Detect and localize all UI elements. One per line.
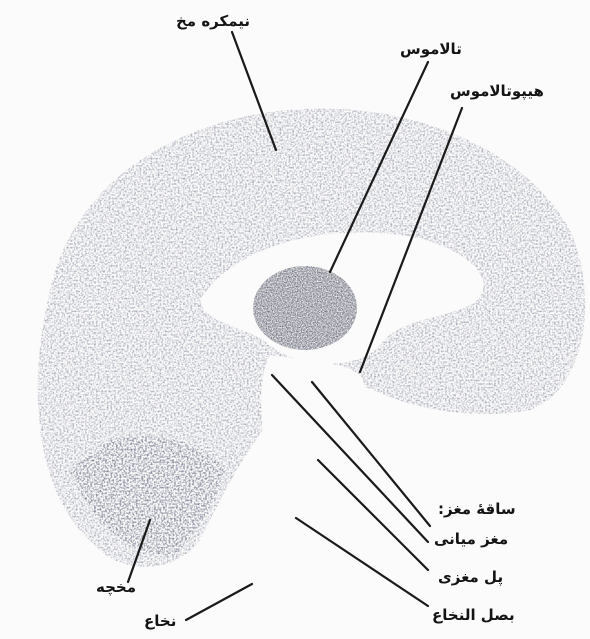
label-cerebrum: نیمکره مخ: [176, 14, 250, 29]
label-thalamus: تالاموس: [400, 42, 462, 57]
label-spinal-cord: نخاع: [144, 614, 176, 629]
label-midbrain: مغز میانی: [434, 532, 508, 547]
label-cerebellum: مخچه: [96, 580, 136, 595]
label-hypothalamus: هیپوتالاموس: [450, 84, 544, 99]
label-pons: پل مغزی: [438, 570, 503, 585]
label-medulla: بصل النخاع: [432, 608, 515, 623]
thalamus-shape: [253, 266, 357, 350]
label-brainstem: ساقهٔ مغز:: [438, 502, 516, 517]
